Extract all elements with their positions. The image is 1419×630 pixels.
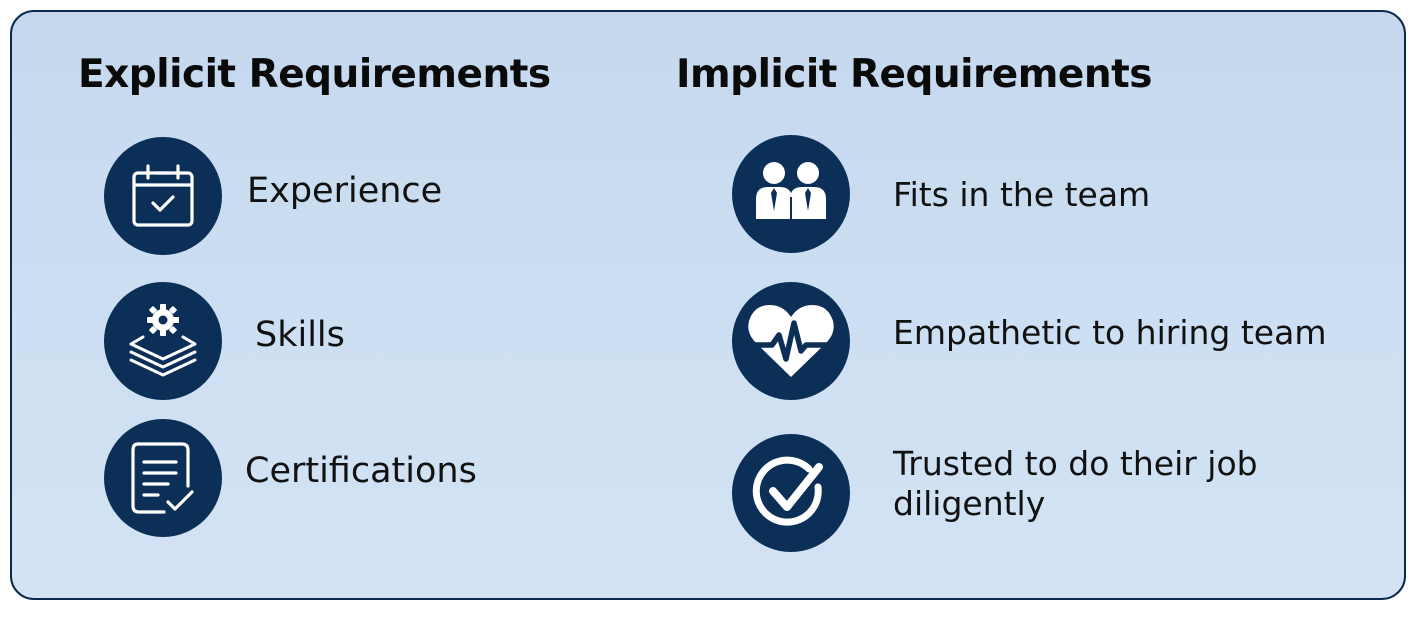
requirements-panel	[10, 10, 1406, 600]
team-people-icon	[732, 135, 850, 253]
circle-check-icon	[732, 434, 850, 552]
calendar-check-icon	[104, 137, 222, 255]
heart-pulse-icon	[732, 282, 850, 400]
gear-layers-icon	[104, 282, 222, 400]
explicit-requirements-heading: Explicit Requirements	[78, 52, 551, 97]
certifications-label: Certifications	[245, 451, 477, 491]
fits-in-team-label: Fits in the team	[893, 175, 1151, 214]
skills-label: Skills	[255, 315, 345, 355]
empathetic-label: Empathetic to hiring team	[893, 313, 1327, 352]
implicit-requirements-heading: Implicit Requirements	[676, 52, 1152, 97]
document-check-icon	[104, 419, 222, 537]
trusted-label: Trusted to do their job diligently	[893, 444, 1258, 523]
trusted-label-line1: Trusted to do their job	[893, 444, 1258, 483]
experience-label: Experience	[247, 171, 443, 211]
trusted-label-line2: diligently	[893, 483, 1046, 523]
